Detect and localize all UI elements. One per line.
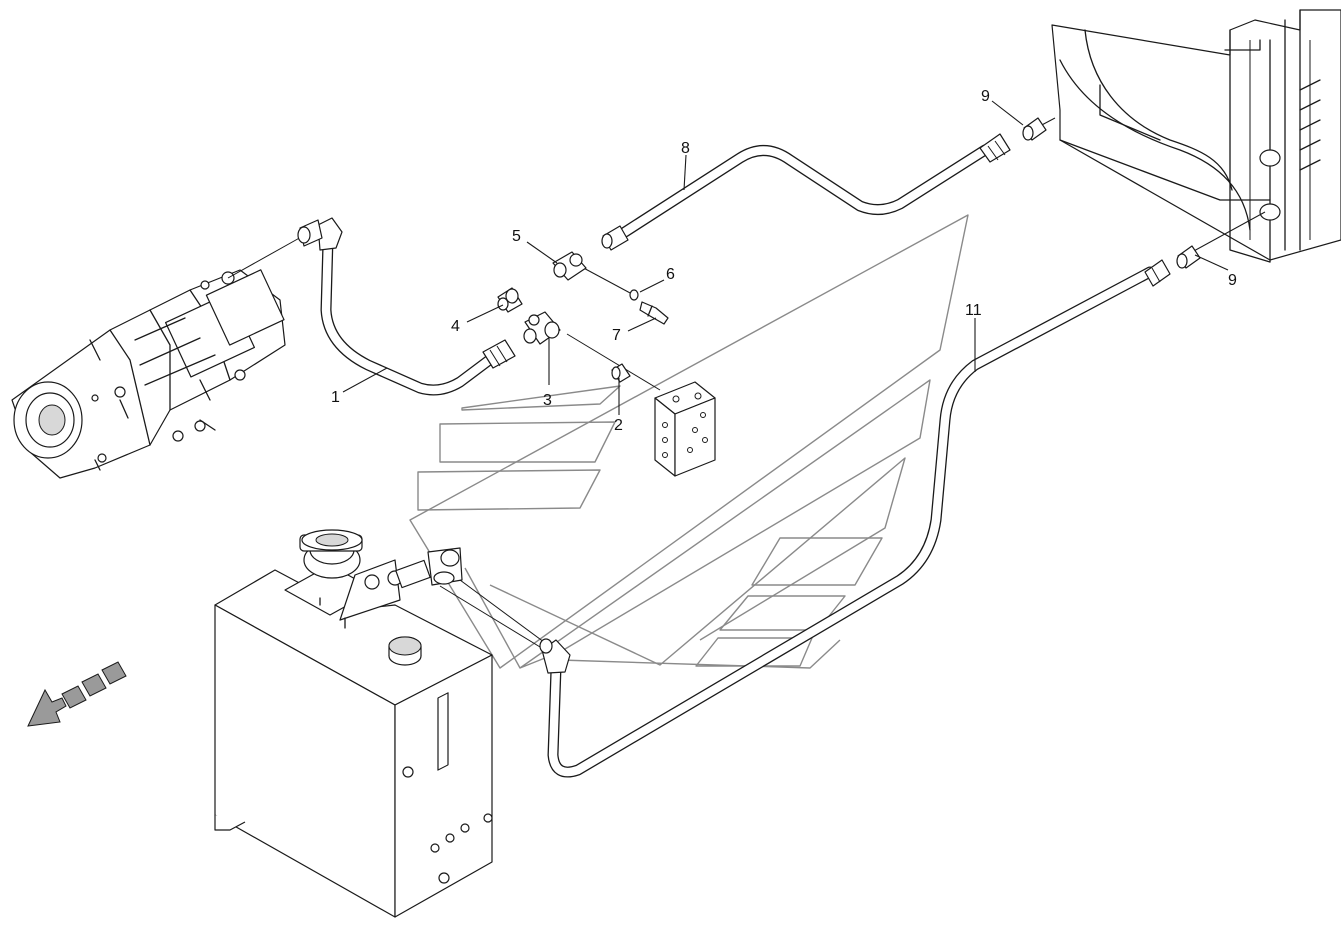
fitting-4-elbow	[497, 287, 523, 313]
callout-9-upper: 9	[981, 88, 990, 105]
callout-3: 3	[543, 392, 552, 409]
callout-6: 6	[666, 266, 675, 283]
callout-8: 8	[681, 140, 690, 157]
travel-direction-arrow-icon	[27, 661, 127, 727]
hydraulic-pump-assembly	[11, 269, 286, 479]
hose-1	[297, 217, 516, 396]
fitting-5-tee	[552, 251, 587, 281]
callout-leaders	[342, 100, 1229, 415]
fitting-9-adapter-upper	[1022, 117, 1047, 141]
hose-11	[539, 259, 1171, 778]
oil-cooler-radiator	[1051, 9, 1341, 263]
callout-1: 1	[331, 389, 340, 406]
control-valve-block	[654, 381, 716, 477]
callout-7: 7	[612, 327, 621, 344]
fitting-2-adapter	[611, 363, 631, 383]
fitting-3-tee	[523, 311, 561, 345]
callout-labels: 1 2 3 4 5 6 7 8 9 9 11	[331, 88, 1237, 434]
callout-2: 2	[614, 417, 623, 434]
callout-5: 5	[512, 228, 521, 245]
hose-8	[601, 133, 1011, 251]
o-ring-6	[629, 289, 639, 301]
callout-9-lower: 9	[1228, 272, 1237, 289]
callout-11: 11	[965, 302, 982, 319]
callout-4: 4	[451, 318, 460, 335]
fitting-9-adapter-lower	[1176, 245, 1201, 269]
hydraulic-oil-tank	[214, 529, 493, 918]
test-point-7	[639, 301, 669, 325]
